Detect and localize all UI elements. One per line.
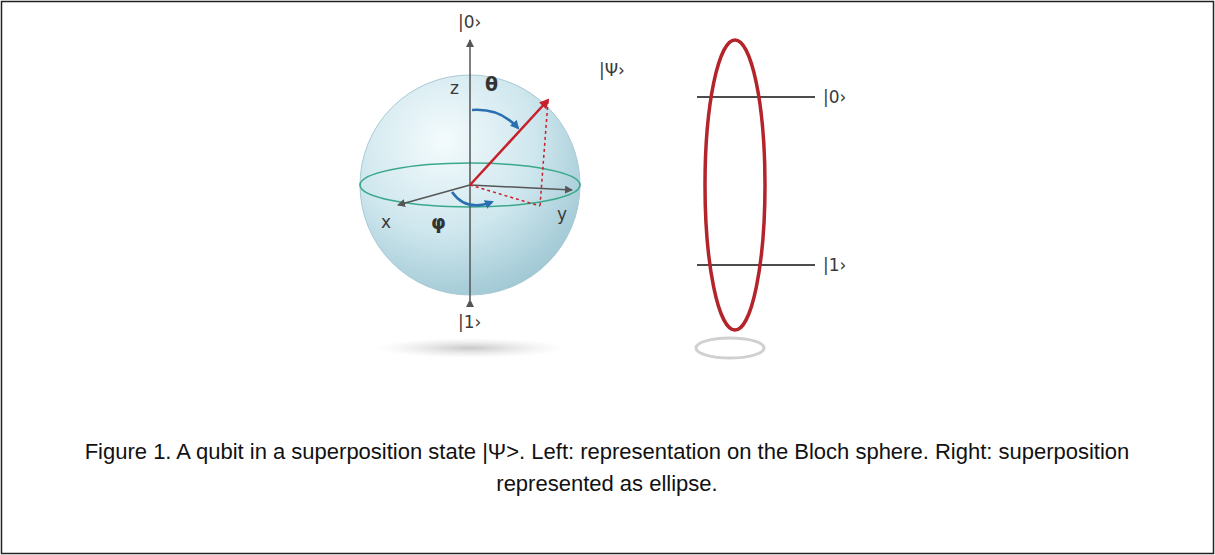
ellipse-shadow bbox=[696, 338, 764, 358]
axis-label: x bbox=[381, 212, 391, 232]
x-axis bbox=[398, 185, 470, 205]
angle-label: φ bbox=[431, 212, 446, 232]
z-axis bbox=[469, 40, 471, 300]
angle-label: θ bbox=[485, 74, 498, 94]
axis-label: y bbox=[557, 204, 567, 224]
y-axis bbox=[470, 185, 572, 190]
state-label: |0› bbox=[458, 12, 481, 32]
state-vector bbox=[470, 100, 548, 185]
phi-arc bbox=[452, 192, 492, 205]
theta-arc bbox=[472, 110, 518, 128]
level-line bbox=[697, 264, 815, 266]
level-line bbox=[697, 96, 815, 98]
superposition-ellipse bbox=[705, 40, 765, 330]
figure-caption: Figure 1. A qubit in a superposition sta… bbox=[62, 436, 1152, 500]
sphere-shadow bbox=[375, 338, 565, 358]
level-label: |1› bbox=[823, 255, 846, 275]
projection-line bbox=[540, 101, 548, 206]
state-label: |1› bbox=[458, 312, 481, 332]
axis-label: z bbox=[450, 78, 459, 98]
level-label: |0› bbox=[823, 87, 846, 107]
state-label: |Ψ› bbox=[599, 60, 625, 80]
projection-line bbox=[470, 185, 540, 206]
